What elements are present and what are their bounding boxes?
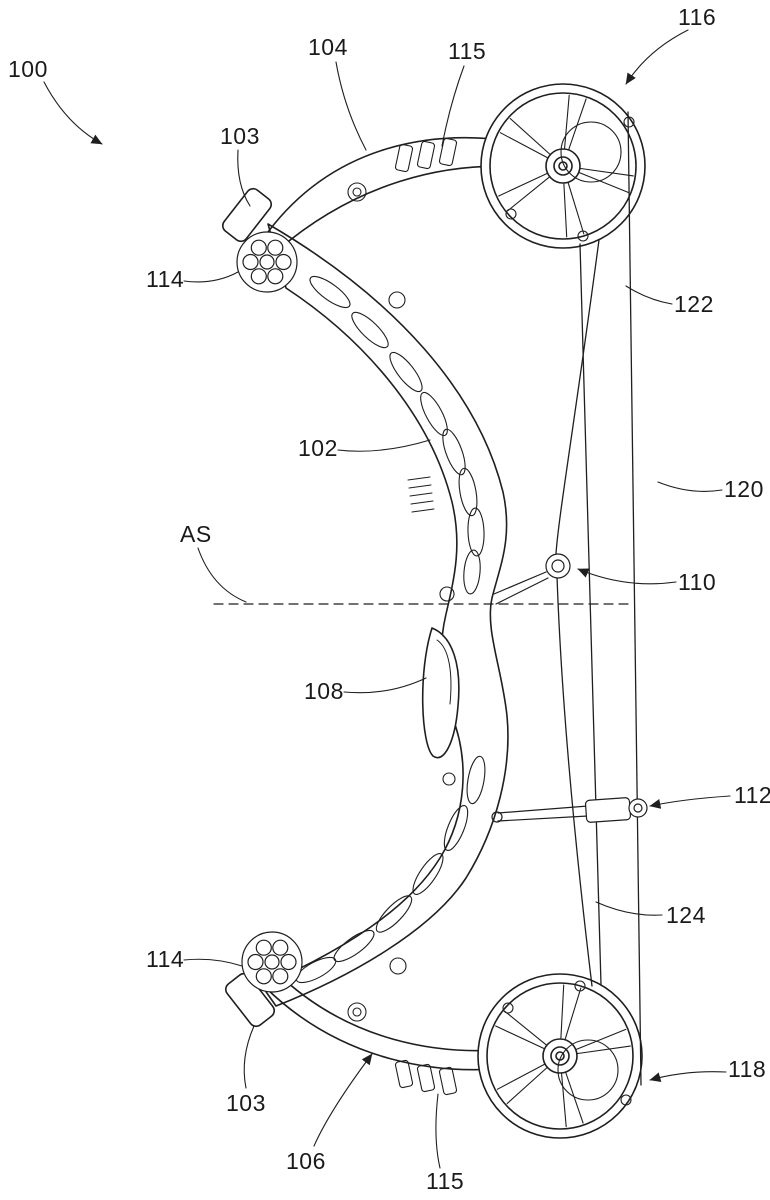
leader-106 bbox=[313, 1053, 373, 1147]
limb-dampeners-top bbox=[394, 137, 458, 173]
limb-pocket-bottom bbox=[224, 972, 276, 1028]
leader-lines bbox=[43, 29, 731, 1169]
leader-100 bbox=[43, 81, 103, 145]
leader-116 bbox=[625, 29, 689, 85]
ref-label-120: 120 bbox=[724, 476, 764, 502]
limb-dampeners-bottom bbox=[394, 1059, 458, 1096]
ref-label-115-top: 115 bbox=[448, 38, 487, 64]
leader-115-bottom bbox=[435, 1093, 441, 1169]
leader-112 bbox=[649, 795, 731, 809]
riser bbox=[261, 182, 509, 1022]
ref-label-104: 104 bbox=[308, 34, 348, 60]
cable-b bbox=[555, 239, 600, 555]
ref-label-118: 118 bbox=[728, 1056, 767, 1082]
leader-102 bbox=[337, 439, 431, 452]
bowstring-and-cables bbox=[555, 111, 642, 1086]
grip bbox=[421, 627, 460, 759]
bottom-cam bbox=[477, 973, 643, 1139]
ref-label-116: 116 bbox=[678, 4, 717, 30]
ref-label-115-bottom: 115 bbox=[426, 1168, 465, 1194]
leader-114-top bbox=[183, 271, 239, 283]
ref-label-122: 122 bbox=[674, 291, 714, 317]
leader-104 bbox=[335, 61, 367, 151]
ref-label-112: 112 bbox=[734, 782, 770, 808]
stabilizer-rod bbox=[491, 797, 648, 823]
top-cam bbox=[480, 83, 646, 249]
leader-as bbox=[197, 547, 247, 603]
leader-103-bottom bbox=[243, 1025, 255, 1089]
ref-label-114-bottom: 114 bbox=[146, 946, 185, 972]
riser-bolts bbox=[347, 182, 456, 1022]
axis-label: AS bbox=[180, 521, 212, 547]
leader-120 bbox=[657, 481, 723, 492]
leader-114-bottom bbox=[183, 958, 243, 967]
leader-115-top bbox=[441, 65, 465, 147]
ref-label-114-top: 114 bbox=[146, 266, 185, 292]
ref-label-100: 100 bbox=[8, 56, 48, 82]
ref-label-103-top: 103 bbox=[220, 123, 260, 149]
ref-label-124: 124 bbox=[666, 902, 706, 928]
leader-124 bbox=[595, 901, 663, 916]
ref-label-110: 110 bbox=[678, 569, 717, 595]
leader-122 bbox=[625, 285, 673, 305]
ref-label-108: 108 bbox=[304, 678, 344, 704]
grip-texture bbox=[407, 476, 435, 513]
leader-108 bbox=[343, 677, 427, 694]
ref-label-106: 106 bbox=[286, 1148, 326, 1174]
cable-roller bbox=[493, 553, 571, 605]
riser-cutouts bbox=[295, 275, 486, 984]
dampener-bottom bbox=[241, 931, 303, 993]
bowstring bbox=[627, 111, 642, 1086]
leader-110 bbox=[577, 568, 677, 585]
cable-b2 bbox=[556, 575, 593, 987]
ref-label-103-bottom: 103 bbox=[226, 1090, 266, 1116]
limb-pocket-top bbox=[221, 187, 273, 243]
ref-label-102: 102 bbox=[298, 435, 338, 461]
cable-a bbox=[579, 243, 602, 986]
dampener-top bbox=[236, 231, 298, 293]
leader-103-top bbox=[237, 149, 251, 207]
leader-118 bbox=[649, 1071, 727, 1082]
